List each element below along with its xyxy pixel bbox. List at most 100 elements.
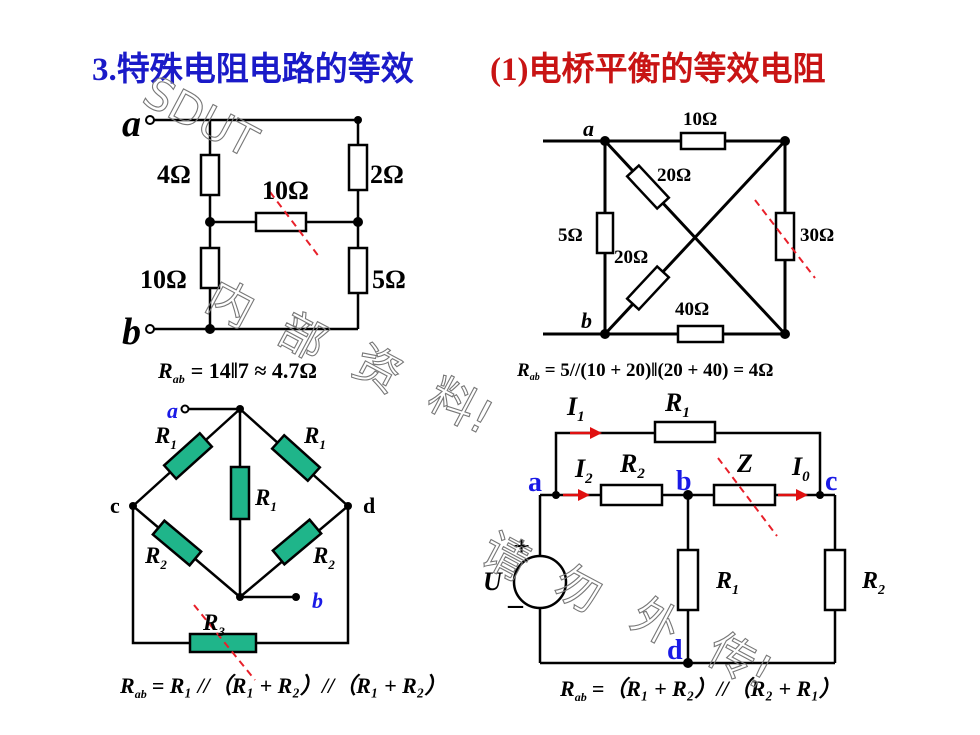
c4-label-r2-mid-sub: 2 <box>636 466 645 482</box>
c3-label-r1-ul-main: R <box>154 423 170 448</box>
c1-formula: Rab = 14‖7 ≈ 4.7Ω <box>157 358 317 386</box>
circuit-2: a b 10Ω 20Ω 5Ω 20Ω 30Ω 40Ω Rab= 5//(10 +… <box>516 109 834 383</box>
c4-formula-rest: =（R₁ + R₂）//（R₂ + R₁） <box>592 676 841 701</box>
c3-resistor-lr <box>271 517 323 567</box>
c4-label-i0-sub: 0 <box>802 469 810 485</box>
c4-label-r1-vert-main: R <box>715 568 732 594</box>
c3-label-r3-main: R <box>202 610 218 635</box>
c4-arrow-i2-head <box>578 489 590 501</box>
c4-resistor-r2-vert <box>823 548 847 612</box>
c1-node-b-terminal <box>145 324 155 334</box>
c2-dashed-cut <box>754 199 816 279</box>
c3-formula-r: R <box>119 673 135 698</box>
c2-label-20-a: 20Ω <box>657 165 691 186</box>
c3-label-r1-mid-sub: 1 <box>270 499 277 514</box>
c3-label-r2-ll-main: R <box>144 543 160 568</box>
c3-label-d: d <box>363 493 375 518</box>
circuit-1: a b 4Ω 2Ω 10Ω 10Ω 5Ω Rab= 14‖7 ≈ 4.7Ω <box>122 103 406 386</box>
c4-label-i1-main: I <box>566 392 578 421</box>
c3-label-r2-lr-sub: 2 <box>327 557 335 572</box>
c1-label-2: 2Ω <box>370 160 404 189</box>
title-part2: (1)电桥平衡的等效电阻 <box>490 51 825 88</box>
c3-label-r1-ur: R1 <box>303 423 326 452</box>
c1-resistor-5 <box>347 246 369 295</box>
c4-label-r1-vert: R1 <box>715 568 739 598</box>
c3-label-r3-sub: 3 <box>217 624 225 639</box>
c3-resistor-ll <box>151 518 203 568</box>
c4-label-b: b <box>676 466 692 497</box>
c3-label-b: b <box>312 588 323 613</box>
c2-resistor-20-a <box>625 163 671 211</box>
c3-node-top <box>236 405 244 413</box>
c4-arrow-i0-head <box>796 489 808 501</box>
c2-formula-rest: = 5//(10 + 20)‖(20 + 40) = 4Ω <box>545 360 774 381</box>
c1-resistor-10-mid <box>254 211 308 233</box>
c3-label-a: a <box>167 398 178 423</box>
c3-label-r1-ul-sub: 1 <box>170 437 177 452</box>
c3-resistor-ul <box>162 431 214 481</box>
c2-resistor-40 <box>676 324 725 344</box>
c3-label-r2-lr-main: R <box>312 543 328 568</box>
c2-formula: Rab= 5//(10 + 20)‖(20 + 40) = 4Ω <box>516 360 774 383</box>
c2-label-40: 40Ω <box>675 299 709 320</box>
c4-resistor-r1-top <box>653 420 717 444</box>
c1-formula-rest: = 14‖7 ≈ 4.7Ω <box>191 358 317 383</box>
c2-node-a <box>600 136 610 146</box>
c1-resistor-4 <box>199 153 221 197</box>
c4-label-minus: – <box>507 588 524 621</box>
c3-node-a-terminal <box>180 404 190 414</box>
c4-label-d: d <box>667 635 683 666</box>
c1-node-left-mid <box>205 217 215 227</box>
c4-label-z: Z <box>736 449 753 478</box>
c3-label-r1-mid: R1 <box>254 485 277 514</box>
c4-wire-top-branch <box>554 431 822 495</box>
watermark-char-3: 资 <box>345 334 411 403</box>
c3-formula: Rab= R₁ //（R₁ + R₂）//（R₁ + R₂） <box>119 673 446 701</box>
c1-resistor-10-low <box>199 246 221 290</box>
c3-label-r1-ur-main: R <box>303 423 319 448</box>
c4-label-i0: I0 <box>791 452 810 485</box>
c2-resistor-30 <box>774 211 796 262</box>
c2-resistor-5 <box>595 211 615 255</box>
c4-label-i1-sub: 1 <box>577 409 585 425</box>
c1-formula-sub: ab <box>173 372 185 386</box>
c4-label-r2-mid-main: R <box>619 449 637 478</box>
c4-label-r1-top-sub: 1 <box>682 405 690 421</box>
c2-label-b: b <box>581 308 592 333</box>
c2-node-tr <box>780 136 790 146</box>
c4-node-d <box>683 658 693 668</box>
c3-label-r2-ll-sub: 2 <box>159 557 167 572</box>
c4-label-r1-vert-sub: 1 <box>732 583 739 598</box>
c4-label-a: a <box>528 467 542 498</box>
c4-label-r2-vert: R2 <box>861 568 885 598</box>
title-part1: 3.特殊电阻电路的等效 <box>92 51 414 88</box>
c4-label-i1: I1 <box>566 392 585 425</box>
c4-resistor-z <box>712 483 777 507</box>
c1-label-10-mid: 10Ω <box>262 176 309 205</box>
circuit-4: I1 R1 a I2 R2 b Z I0 c + – U R1 R2 d Rab… <box>483 388 885 704</box>
c3-formula-sub: ab <box>135 687 147 701</box>
c4-label-r1-top: R1 <box>664 388 690 421</box>
c4-voltage-source <box>512 554 568 610</box>
c4-label-r2-vert-main: R <box>861 568 878 594</box>
c1-dashed-cut <box>269 191 321 259</box>
c1-formula-r: R <box>157 358 173 383</box>
c3-label-r1-ur-sub: 1 <box>319 437 326 452</box>
c4-resistor-r2-mid <box>599 483 664 507</box>
c4-label-c: c <box>825 466 837 497</box>
c1-node-left-bottom <box>205 324 215 334</box>
c2-node-br <box>780 329 790 339</box>
c1-node-a-terminal <box>145 115 155 125</box>
c4-label-u: U <box>483 567 503 596</box>
c3-label-r1-mid-main: R <box>254 485 270 510</box>
c2-label-a: a <box>583 116 594 141</box>
c3-dashed-cut <box>193 604 256 681</box>
c4-node-c <box>816 491 824 499</box>
c1-node-right-mid <box>353 217 363 227</box>
c3-resistor-bottom <box>188 632 258 654</box>
watermark-char-4: 料! <box>420 367 502 445</box>
c3-node-bottom <box>236 593 244 601</box>
c4-node-b <box>683 490 693 500</box>
